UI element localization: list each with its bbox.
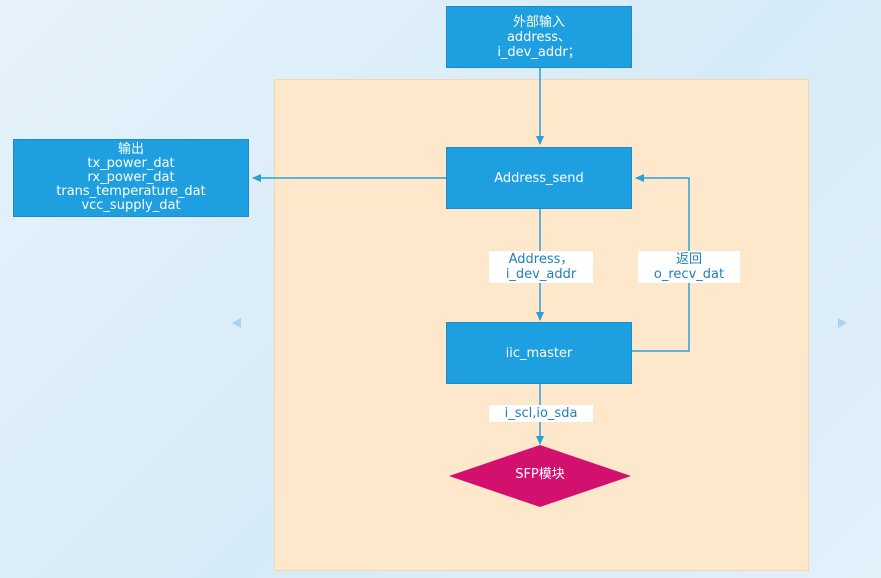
external-input-line: i_dev_addr； [497,44,581,60]
edge-label-return: 返回 o_recv_dat [638,251,740,283]
sfp-module-label: SFP模块 [515,467,565,482]
edge-label-line: 返回 [675,252,702,267]
output-line: rx_power_dat [87,170,175,185]
output-line: trans_temperature_dat [56,184,206,199]
external-input-title: 外部输入 [512,14,565,30]
address-send-label: Address_send [494,170,584,186]
iic-master-node: iic_master [446,322,632,384]
edge-label-address: Address， i_dev_addr [489,251,593,283]
external-input-line: address、 [506,29,572,45]
external-input-node: 外部输入 address、 i_dev_addr； [446,6,632,68]
edge-label-line: i_scl,io_sda [504,406,578,421]
slide-prev-icon[interactable] [232,318,241,328]
edge-label-line: i_dev_addr [505,267,577,282]
output-node: 输出 tx_power_dat rx_power_dat trans_tempe… [13,139,249,217]
sfp-module-shape [449,445,631,507]
iic-master-label: iic_master [505,345,573,361]
address-send-node: Address_send [446,147,632,209]
edge-label-line: Address， [508,252,574,267]
slide-next-icon[interactable] [838,318,847,328]
edge-label-bus: i_scl,io_sda [489,405,593,422]
output-line: tx_power_dat [87,156,175,171]
edge-label-line: o_recv_dat [653,267,725,282]
output-line: vcc_supply_dat [81,198,181,213]
output-title: 输出 [117,142,144,157]
